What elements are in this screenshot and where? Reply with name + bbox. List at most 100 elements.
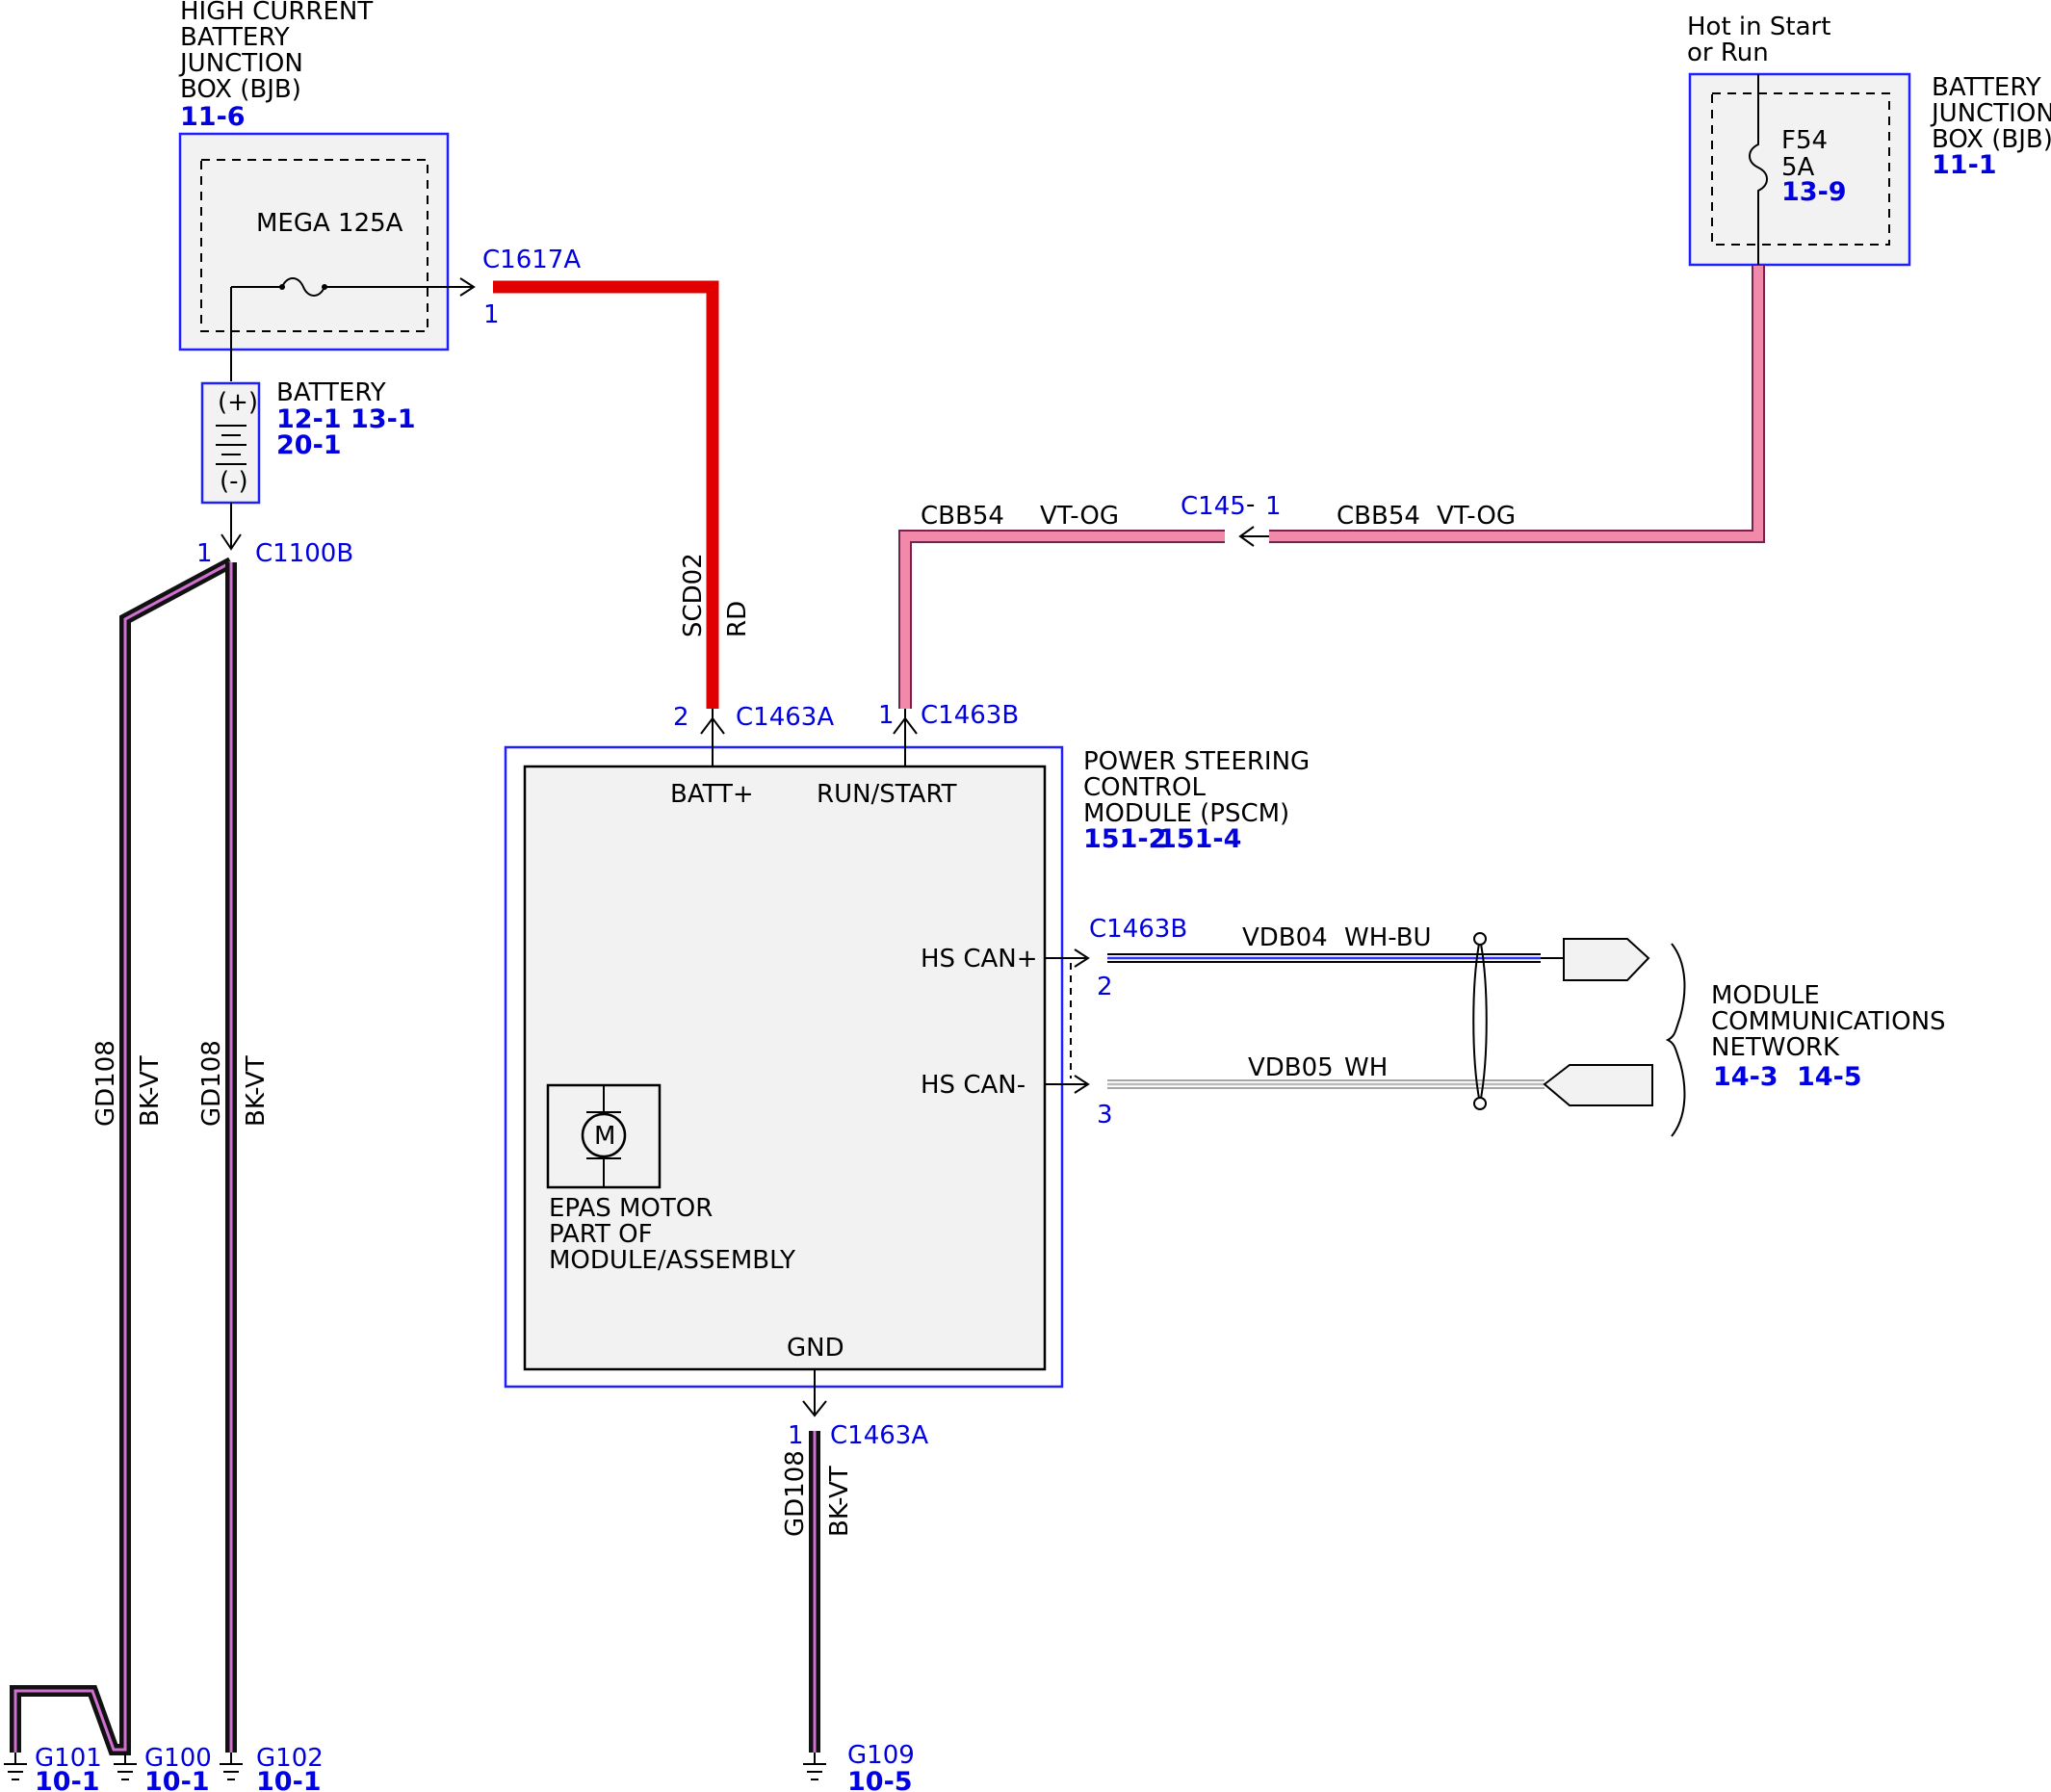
vdb04-circuit: VDB04: [1242, 923, 1328, 952]
scd02-color-label: RD: [723, 601, 752, 637]
gd108-wire-g100-g101: [10, 557, 234, 1755]
cbb54-wire-right: [1269, 266, 1763, 541]
c1463b-can-lo-pin: 3: [1097, 1101, 1113, 1130]
gd108-b-color: BK-VT: [242, 1055, 271, 1127]
cbb54-wire-group: C145 - 1 CBB54 VT-OG CBB54 VT-OG: [898, 266, 1765, 709]
network-can-hi-connector-icon: [1563, 938, 1650, 981]
bjb-outline: [1688, 72, 1911, 267]
battery-label: BATTERY: [276, 378, 386, 407]
epas-motor-line-1: EPAS MOTOR: [549, 1194, 713, 1223]
ground-g102-ref[interactable]: 10-1: [256, 1767, 322, 1792]
pscm-can-lo-label: HS CAN-: [921, 1071, 1026, 1100]
high-current-bjb: HIGH CURRENT BATTERY JUNCTION BOX (BJB) …: [178, 0, 581, 381]
c1463b-run-terminal-arrow: [893, 716, 918, 735]
c1463b-can-lo-terminal-arrow: [1074, 1075, 1090, 1094]
bjb-high-title-line-2: BATTERY: [180, 23, 290, 52]
c1617a-terminal-arrow: [459, 277, 476, 297]
pscm-batt-pin-label: BATT+: [670, 780, 754, 809]
battery-outline: [200, 381, 261, 505]
gd108-b-circuit: GD108: [197, 1040, 226, 1127]
gd108-c-color: BK-VT: [825, 1466, 854, 1537]
bjb-right: Hot in Start or Run F54 5A 13-9 BATTERY …: [1687, 13, 2051, 267]
c1463a-batt-connector[interactable]: C1463A: [736, 703, 834, 732]
c1463b-can-hi-terminal-arrow: [1074, 948, 1090, 968]
network-title-line-3: NETWORK: [1711, 1033, 1840, 1062]
f54-fuse-name: F54: [1781, 126, 1828, 155]
epas-motor-icon: [581, 1112, 627, 1158]
ground-g109-label[interactable]: G109: [847, 1741, 915, 1770]
bjb-ref[interactable]: 11-1: [1932, 150, 1997, 180]
ground-icon-g102: [220, 1753, 243, 1780]
f54-fuse-ref[interactable]: 13-9: [1781, 177, 1847, 207]
epas-motor-line-2: PART OF: [549, 1220, 653, 1249]
ground-symbols: G101 10-1 G100 10-1 G102 10-1 G109 10-5: [4, 1741, 915, 1792]
c1463b-can-hi-pin: 2: [1097, 973, 1113, 1001]
c1617a-connector-label[interactable]: C1617A: [482, 246, 581, 274]
pscm-module: 2 C1463A BATT+ 1 C1463B RUN/START POWER …: [504, 701, 1310, 1389]
c1463a-gnd-pin: 1: [788, 1421, 804, 1450]
pscm-title-line-3: MODULE (PSCM): [1083, 799, 1289, 828]
gd108-a-circuit: GD108: [91, 1040, 120, 1127]
pscm-title-line-2: CONTROL: [1083, 773, 1206, 802]
vdb05-color: WH: [1344, 1053, 1388, 1082]
ground-g100-ref[interactable]: 10-1: [144, 1767, 210, 1792]
bjb-title-line-1: BATTERY: [1932, 73, 2041, 102]
bjb-high-title-line-1: HIGH CURRENT: [180, 0, 373, 26]
cbb54-left-circuit: CBB54: [921, 502, 1004, 531]
mega-fuse-symbol: [281, 277, 325, 297]
bjb-title-line-3: BOX (BJB): [1932, 125, 2051, 154]
bjb-high-inner-dash: [200, 159, 428, 332]
bjb-high-title-line-4: BOX (BJB): [180, 75, 301, 104]
pscm-body: [523, 765, 1047, 1371]
hot-note-line-1: Hot in Start: [1687, 13, 1830, 41]
battery-ref-12-1[interactable]: 12-1: [276, 404, 342, 434]
ground-g100-label[interactable]: G100: [144, 1744, 212, 1773]
bjb-high-body: [180, 134, 448, 350]
c145-connector-label[interactable]: C145: [1181, 492, 1246, 521]
pscm-title-line-1: POWER STEERING: [1083, 747, 1310, 776]
scd02-circuit-label: SCD02: [679, 553, 708, 637]
battery-component: (+) (-) BATTERY 12-1 13-1 20-1 1 C1100B: [196, 378, 416, 568]
battery-ref-13-1[interactable]: 13-1: [350, 404, 416, 434]
bjb-title-line-2: JUNCTION: [1930, 99, 2051, 128]
c145-pin-label: 1: [1265, 492, 1282, 521]
c1100b-connector-label[interactable]: C1100B: [255, 539, 353, 568]
cbb54-right-color: VT-OG: [1437, 502, 1516, 531]
network-title-line-1: MODULE: [1711, 981, 1820, 1010]
c145-terminal-arrow: [1238, 526, 1255, 547]
c1463a-gnd-connector[interactable]: C1463A: [830, 1421, 928, 1450]
pscm-outer-outline: [504, 745, 1064, 1389]
ground-g102-label[interactable]: G102: [256, 1744, 324, 1773]
pscm-can-hi-label: HS CAN+: [921, 945, 1038, 974]
ground-wires-left: GD108 BK-VT GD108 BK-VT: [10, 557, 271, 1755]
gd108-a-color: BK-VT: [136, 1055, 165, 1127]
c1463b-run-connector[interactable]: C1463B: [921, 701, 1019, 730]
f54-fuse-symbol: [1749, 74, 1768, 265]
ground-g109-ref[interactable]: 10-5: [847, 1767, 913, 1792]
c1463b-run-pin: 1: [878, 701, 895, 730]
pscm-ref-151-4[interactable]: 151-4: [1158, 824, 1241, 854]
cbb54-left-color: VT-OG: [1040, 502, 1119, 531]
network-ref-14-3[interactable]: 14-3: [1713, 1062, 1778, 1092]
c1100b-terminal-arrow: [221, 533, 242, 551]
vdb05-circuit: VDB05: [1248, 1053, 1334, 1082]
c1617a-pin-label: 1: [483, 300, 500, 329]
ground-g101-ref[interactable]: 10-1: [35, 1767, 100, 1792]
f54-fuse-rating: 5A: [1781, 153, 1815, 182]
pscm-ref-151-2[interactable]: 151-2: [1083, 824, 1166, 854]
pscm-ground-wire-group: 1 C1463A GD108 BK-VT: [781, 1369, 928, 1753]
battery-neg-label: (-): [220, 467, 248, 496]
epas-motor-line-3: MODULE/ASSEMBLY: [549, 1246, 795, 1275]
c1463b-can-connector[interactable]: C1463B: [1089, 915, 1187, 944]
gd108-c-circuit: GD108: [781, 1450, 810, 1537]
battery-ref-20-1[interactable]: 20-1: [276, 430, 342, 460]
bjb-high-outline: [178, 132, 450, 351]
hot-note-line-2: or Run: [1687, 39, 1769, 67]
c1463a-gnd-terminal-arrow: [802, 1400, 827, 1417]
network-ref-14-5[interactable]: 14-5: [1797, 1062, 1862, 1092]
network-brace: [1665, 943, 1686, 1137]
twisted-pair-icon: [1472, 938, 1481, 1104]
bjb-high-ref[interactable]: 11-6: [180, 102, 246, 132]
ground-g101-label[interactable]: G101: [35, 1744, 102, 1773]
